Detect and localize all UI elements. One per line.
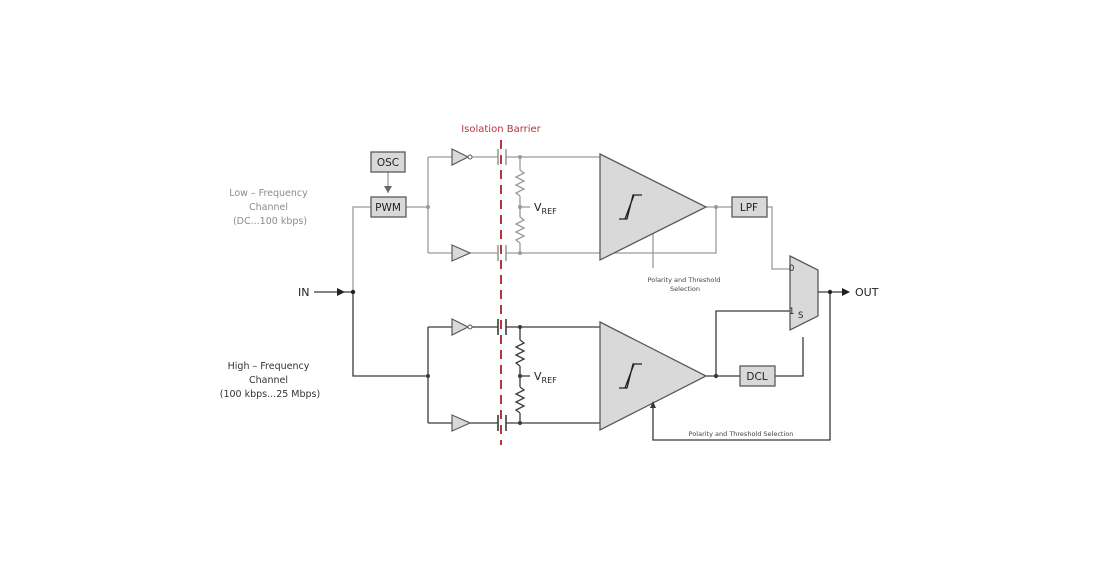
high-vref-label: VREF — [534, 370, 557, 385]
osc-to-pwm-arrow-icon — [384, 186, 392, 193]
dcl-block: DCL — [739, 365, 776, 387]
output-mux: 0 1 S — [789, 254, 819, 332]
input-arrow-icon — [337, 288, 345, 296]
output-arrow-icon — [842, 288, 850, 296]
high-buffer-icon — [451, 414, 472, 432]
svg-text:LPF: LPF — [740, 202, 758, 214]
low-hysteresis-icon — [619, 194, 642, 220]
svg-text:DCL: DCL — [746, 371, 767, 383]
svg-text:0: 0 — [789, 264, 794, 274]
input-node: IN — [298, 286, 356, 299]
svg-text:PWM: PWM — [375, 202, 401, 214]
low-selection-label: Polarity and Threshold Selection — [648, 276, 723, 293]
isolation-barrier-label: Isolation Barrier — [461, 124, 541, 135]
high-channel-junctions — [426, 325, 719, 425]
low-frequency-channel: Low – Frequency Channel (DC...100 kbps) — [229, 148, 790, 293]
low-vref-label: VREF — [534, 201, 557, 216]
high-channel-capacitors — [497, 319, 507, 431]
low-channel-wires — [352, 156, 790, 292]
high-hysteresis-icon — [619, 363, 642, 389]
svg-text:OSC: OSC — [377, 157, 399, 169]
low-inverting-buffer-icon — [451, 148, 473, 166]
pwm-block: PWM — [370, 196, 407, 218]
high-selection-label: Polarity and Threshold Selection — [689, 430, 794, 438]
high-inverting-buffer-icon — [451, 318, 473, 336]
low-buffer-icon — [451, 244, 472, 262]
low-channel-label: Low – Frequency Channel (DC...100 kbps) — [229, 188, 311, 227]
input-label: IN — [298, 286, 309, 299]
isolation-barrier: Isolation Barrier — [461, 124, 542, 445]
low-channel-junctions — [426, 155, 718, 255]
svg-text:S: S — [798, 311, 803, 321]
high-selection-arrow-icon — [650, 401, 656, 408]
output-node: OUT — [818, 286, 879, 299]
lpf-block: LPF — [731, 196, 768, 218]
high-frequency-channel: High – Frequency Channel (100 kbps...25 … — [220, 292, 831, 441]
high-channel-label: High – Frequency Channel (100 kbps...25 … — [220, 361, 320, 400]
osc-block: OSC — [370, 151, 406, 173]
svg-text:1: 1 — [789, 307, 794, 317]
low-comparator — [599, 152, 708, 262]
low-channel-capacitors — [497, 149, 507, 261]
output-label: OUT — [855, 286, 879, 299]
